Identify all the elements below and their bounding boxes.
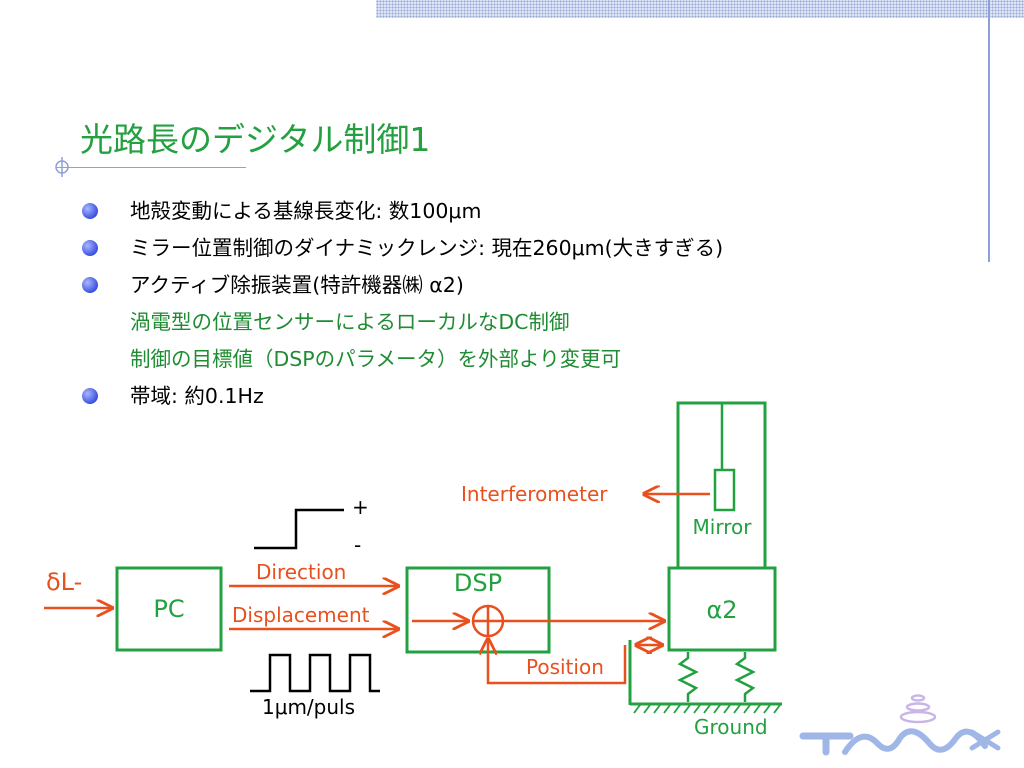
direction-label: Direction — [256, 560, 346, 584]
position-feedback-arrow — [488, 639, 627, 685]
bullet-dot-icon — [82, 203, 98, 219]
bullet-text: アクティブ除振装置(特許機器㈱ α2) — [130, 273, 464, 297]
mirror-label: Mirror — [693, 515, 753, 539]
spring-right-icon — [734, 652, 756, 702]
pc-box — [115, 566, 223, 652]
sub-text: 渦電型の位置センサーによるローカルなDC制御 — [130, 310, 570, 334]
bullet-list: 地殻変動による基線長変化: 数100μm ミラー位置制御のダイナミックレンジ: … — [80, 193, 723, 415]
tama-logo — [799, 694, 1001, 756]
sub-item: 制御の目標値（DSPのパラメータ）を外部より変更可 — [80, 341, 723, 378]
bullet-text: 帯域: 約0.1Hz — [130, 384, 264, 408]
summing-junction-icon — [471, 604, 505, 638]
alpha2-label: α2 — [706, 596, 737, 624]
title-underline — [56, 167, 246, 168]
slide-title: 光路長のデジタル制御1 — [80, 120, 431, 159]
mirror-icon — [713, 468, 736, 512]
dsp-box — [405, 566, 551, 654]
pc-label: PC — [153, 595, 184, 623]
plus-label: + — [352, 495, 369, 519]
ground-label: Ground — [694, 715, 768, 739]
sub-item: 渦電型の位置センサーによるローカルなDC制御 — [80, 304, 723, 341]
bullet-dot-icon — [82, 388, 98, 404]
bullet-item: アクティブ除振装置(特許機器㈱ α2) — [80, 267, 723, 304]
header-decoration-bar — [376, 0, 1024, 18]
bullet-text: ミラー位置制御のダイナミックレンジ: 現在260μm(大きすぎる) — [130, 236, 724, 260]
delta-l-label: δL- — [46, 568, 82, 596]
bullet-dot-icon — [82, 240, 98, 256]
spring-left-icon — [677, 652, 699, 702]
interferometer-label: Interferometer — [461, 482, 608, 506]
dsp-label: DSP — [454, 569, 502, 597]
bullet-item: 地殻変動による基線長変化: 数100μm — [80, 193, 723, 230]
ground-icon — [628, 640, 782, 714]
displacement-label: Displacement — [232, 603, 370, 627]
pulse-unit-label: 1μm/puls — [262, 695, 355, 719]
bullet-item: 帯域: 約0.1Hz — [80, 378, 723, 415]
minus-label: - — [354, 533, 361, 557]
crosshair-ornament — [55, 157, 69, 177]
bullet-item: ミラー位置制御のダイナミックレンジ: 現在260μm(大きすぎる) — [80, 230, 723, 267]
sub-text: 制御の目標値（DSPのパラメータ）を外部より変更可 — [130, 347, 622, 371]
bullet-dot-icon — [82, 277, 98, 293]
pulse-waveform — [250, 653, 380, 693]
bullet-text: 地殻変動による基線長変化: 数100μm — [130, 199, 482, 223]
direction-waveform — [254, 508, 344, 550]
vertical-divider — [988, 0, 990, 262]
position-label: Position — [526, 655, 604, 679]
